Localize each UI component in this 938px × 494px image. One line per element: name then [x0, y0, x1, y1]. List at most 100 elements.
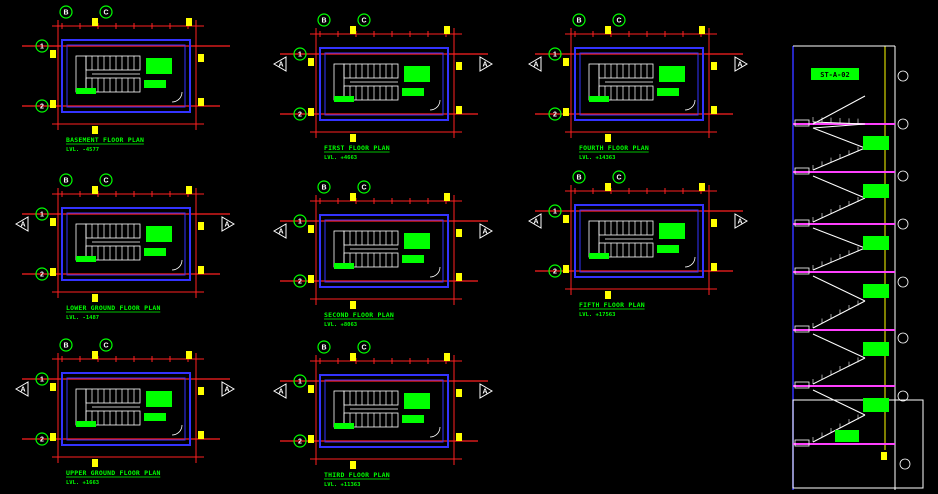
door-swing	[171, 91, 183, 103]
grid-bubble-c: C	[357, 180, 371, 194]
stair-enclosure-inner-wall	[324, 219, 444, 283]
section-marker-label: A	[20, 387, 25, 394]
plan-level: LVL. +17563	[579, 312, 615, 318]
grid-bubble-2: 2	[548, 107, 562, 121]
grid-bubble-label: B	[321, 345, 326, 352]
stair-enclosure-wall	[319, 47, 449, 121]
grid-bubble-label: B	[63, 178, 68, 185]
stair-enclosure-wall	[319, 374, 449, 448]
equipment-block	[402, 88, 424, 96]
dimension-tag	[308, 435, 314, 443]
dimension-tag	[350, 193, 356, 201]
section-landing	[794, 219, 810, 227]
dimension-tag	[456, 106, 462, 114]
stair-flight-line	[812, 127, 866, 149]
door-swing	[429, 266, 441, 278]
section-marker-label: A	[224, 222, 229, 229]
dimension-tag	[186, 186, 192, 194]
dimension-tag	[456, 433, 462, 441]
section-marker-right: A	[479, 223, 493, 239]
section-marker-label: A	[737, 62, 742, 69]
grid-bubble-circle	[612, 170, 626, 184]
stair-flight-line	[812, 175, 866, 199]
stair-flight-line	[812, 197, 866, 223]
dimension-tag	[456, 62, 462, 70]
stair-enclosure-wall	[574, 47, 704, 121]
dimension-tag	[186, 18, 192, 26]
grid-bubble-1: 1	[548, 47, 562, 61]
grid-bubble-label: 2	[553, 269, 557, 276]
dimension-tag	[350, 301, 356, 309]
grid-bubble-label: C	[103, 178, 108, 185]
dimension-tag	[198, 431, 204, 439]
dimension-tag	[198, 54, 204, 62]
grid-bubble-circle	[317, 180, 331, 194]
grid-bubble-c: C	[99, 338, 113, 352]
section-marker-triangle	[528, 56, 542, 72]
grid-bubble-label: C	[616, 18, 621, 25]
grid-bubble-circle	[357, 340, 371, 354]
door-swing	[684, 99, 696, 111]
stair-flight-line	[812, 123, 866, 129]
grid-bubble-2: 2	[35, 99, 49, 113]
dimension-tag	[308, 275, 314, 283]
stair-enclosure-wall	[61, 207, 191, 281]
grid-bubble-label: 2	[40, 437, 44, 444]
door-swing	[684, 256, 696, 268]
section-landing	[794, 439, 810, 447]
section-equipment	[863, 184, 889, 198]
equipment-block	[144, 413, 166, 421]
dimension-tag	[711, 106, 717, 114]
grid-bubble-circle	[35, 207, 49, 221]
section-equipment	[863, 136, 889, 150]
section-marker-label: A	[20, 222, 25, 229]
grid-bubble-label: C	[616, 175, 621, 182]
grid-bubble-circle	[293, 274, 307, 288]
grid-bubble-label: 2	[40, 272, 44, 279]
grid-bubble-label: 2	[298, 439, 302, 446]
section-marker-label: A	[482, 229, 487, 236]
plan-title: UPPER GROUND FLOOR PLAN	[66, 469, 161, 477]
plan-level: LVL. -4577	[66, 147, 99, 153]
stair-flight-line	[812, 121, 866, 125]
stair-flight	[598, 220, 654, 236]
dimension-tag	[92, 18, 98, 26]
equipment-block	[76, 421, 96, 427]
grid-bubble-1: 1	[293, 214, 307, 228]
dimension-tag	[92, 126, 98, 134]
dimension-tag	[444, 353, 450, 361]
grid-bubble-1: 1	[35, 372, 49, 386]
equipment-block	[334, 96, 354, 102]
plan-title: SECOND FLOOR PLAN	[324, 311, 394, 319]
grid-bubble-circle	[548, 107, 562, 121]
equipment-block	[404, 233, 430, 249]
section-marker-left: A	[273, 223, 287, 239]
grid-bubble-circle	[548, 47, 562, 61]
dimension-tag	[198, 98, 204, 106]
section-marker-label: A	[737, 219, 742, 226]
dimension-tag	[350, 461, 356, 469]
equipment-block	[76, 88, 96, 94]
stair-flight	[343, 230, 399, 246]
stair-landing	[75, 223, 87, 261]
dimension-tag	[563, 265, 569, 273]
grid-bubble-label: C	[103, 343, 108, 350]
section-marker-right: A	[734, 213, 748, 229]
grid-bubble-circle	[572, 170, 586, 184]
door-swing	[429, 426, 441, 438]
grid-bubble-2: 2	[35, 432, 49, 446]
section-equipment	[835, 430, 859, 442]
grid-bubble-b: B	[317, 13, 331, 27]
stair-flight-line	[812, 389, 866, 416]
grid-bubble-2: 2	[293, 274, 307, 288]
section-landing	[794, 167, 810, 175]
stair-enclosure-wall	[61, 39, 191, 113]
grid-bubble-label: 2	[298, 279, 302, 286]
dimension-tag	[444, 193, 450, 201]
dimension-tag	[456, 229, 462, 237]
section-marker-label: A	[278, 229, 283, 236]
stair-flight-line	[812, 227, 866, 249]
section-marker-triangle	[273, 223, 287, 239]
